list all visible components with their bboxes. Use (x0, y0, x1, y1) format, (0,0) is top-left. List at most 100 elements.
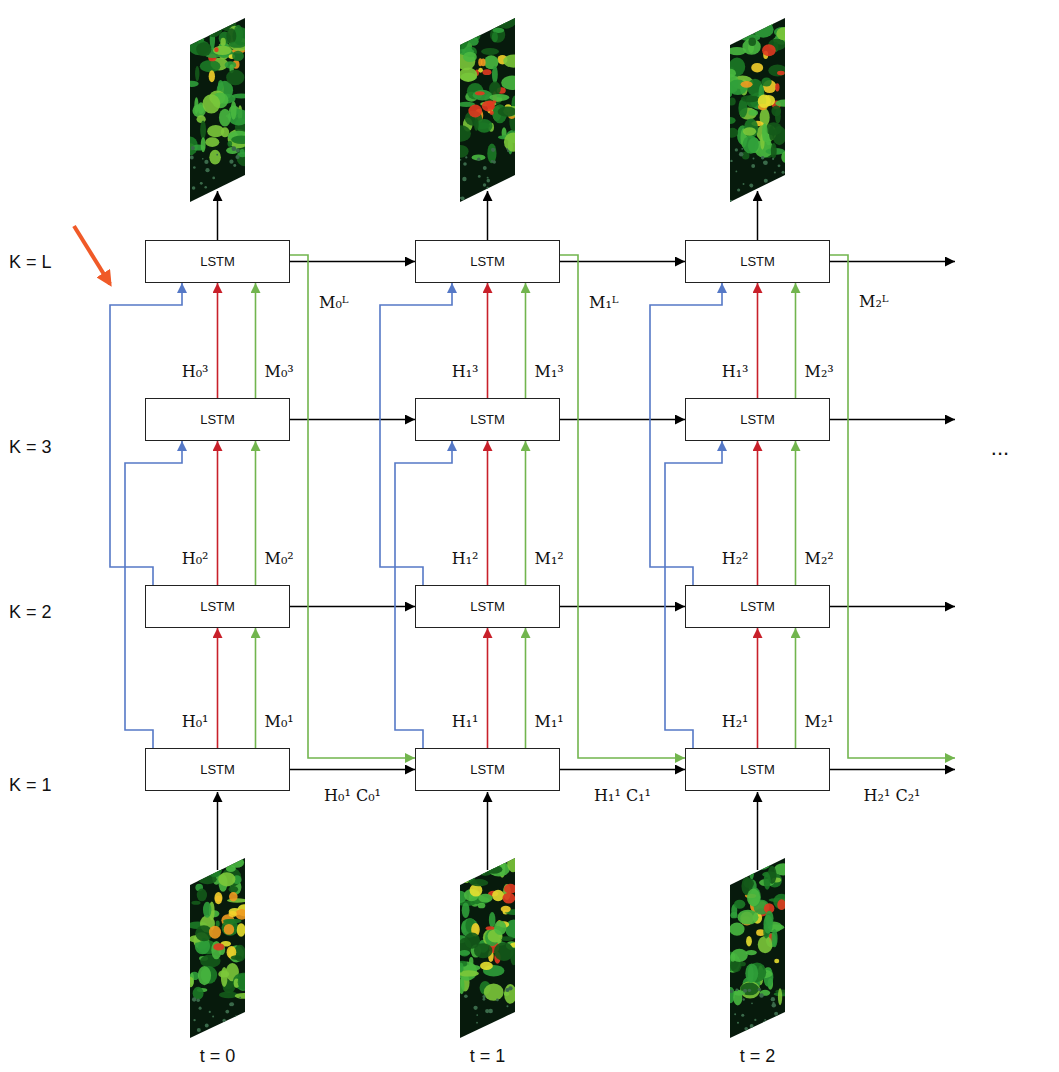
radar-speck (229, 1031, 231, 1033)
radar-blob (747, 20, 763, 25)
radar-blob (185, 81, 199, 87)
radar-blob (231, 136, 252, 144)
radar-blob (743, 135, 759, 153)
signal-label: M₀¹ (264, 713, 295, 731)
radar-speck (739, 152, 744, 157)
radar-blob (724, 117, 735, 124)
radar-blob (187, 977, 194, 988)
radar-speck (205, 168, 209, 172)
radar-speck (234, 1028, 237, 1031)
radar-blob (762, 44, 776, 56)
connector-arrow (795, 441, 797, 585)
connector-arrow (795, 283, 797, 398)
radar-blob (741, 95, 760, 102)
radar-speck (492, 1033, 496, 1037)
signal-label: M₀³ (264, 363, 295, 381)
radar-speck (488, 1009, 492, 1013)
radar-blob (238, 975, 250, 989)
radar-blob (229, 892, 238, 901)
radar-speck (763, 160, 768, 165)
radar-speck (492, 193, 495, 196)
radar-speck (778, 164, 781, 167)
radar-blob (464, 22, 479, 33)
lstm-box: LSTM (145, 398, 290, 441)
radar-blob (474, 118, 479, 131)
radar-speck (743, 183, 745, 185)
radar-blob (758, 94, 771, 108)
radar-blob (226, 865, 236, 872)
radar-speck (777, 198, 780, 201)
radar-speck (486, 187, 489, 190)
radar-blob (752, 854, 772, 870)
radar-speck (216, 154, 218, 156)
radar-speck (236, 184, 239, 187)
radar-blob (202, 94, 220, 113)
radar-blob (481, 865, 486, 874)
radar-blob (459, 950, 470, 956)
radar-speck (233, 193, 235, 195)
memory-outgoing-arrow (830, 255, 955, 758)
signal-label: H₁³ (451, 363, 480, 381)
radar-blob (209, 926, 221, 939)
radar-speck (504, 1019, 509, 1024)
radar-blob (231, 101, 237, 120)
box-label: LSTM (740, 254, 775, 269)
radar-blob (196, 42, 211, 56)
axis-label: K = L (8, 252, 53, 273)
radar-speck (209, 1011, 211, 1013)
radar-speck (728, 200, 732, 204)
radar-speck (764, 179, 768, 183)
connector-arrow (487, 283, 489, 398)
radar-speck (730, 160, 732, 162)
radar-speck (482, 995, 485, 998)
radar-speck (501, 1038, 504, 1041)
radar-blob (775, 83, 779, 91)
axis-label: M₂ᴸ (858, 293, 889, 311)
radar-blob (453, 145, 469, 158)
radar-blob (462, 902, 470, 918)
axis-label: t = 0 (199, 1046, 237, 1067)
radar-blob (205, 137, 219, 147)
radar-blob (766, 122, 782, 135)
radar-blob (721, 31, 741, 43)
output-arrow (757, 191, 759, 240)
box-label: LSTM (470, 762, 505, 777)
radar-speck (236, 148, 240, 152)
radar-blob (196, 852, 215, 867)
radar-image (721, 10, 794, 204)
radar-blob (223, 919, 242, 924)
radar-speck (460, 159, 462, 161)
radar-image (182, 16, 252, 203)
radar-blob (771, 106, 781, 117)
signal-label: H₁¹ (451, 713, 480, 731)
radar-blob (754, 856, 768, 862)
radar-speck (239, 997, 241, 999)
radar-speck (765, 1028, 767, 1030)
radar-blob (765, 10, 775, 26)
axis-label: H₂¹ C₂¹ (863, 787, 922, 805)
radar-blob (474, 943, 492, 958)
signal-label: H₀² (181, 550, 210, 568)
radar-blob (502, 893, 515, 904)
signal-label: M₀² (264, 550, 295, 568)
radar-speck (743, 989, 747, 993)
radar-speck (782, 1040, 785, 1043)
radar-blob (777, 71, 785, 75)
radar-speck (217, 1026, 219, 1028)
radar-blob (748, 37, 756, 45)
signal-label: M₂² (804, 550, 835, 568)
radar-blob (492, 32, 498, 42)
lstm-box: LSTM (685, 748, 830, 791)
radar-speck (495, 193, 497, 195)
radar-blob (478, 68, 483, 73)
radar-speck (774, 1012, 778, 1016)
radar-blob (237, 923, 246, 937)
radar-speck (483, 166, 487, 170)
signal-label: M₁³ (534, 363, 565, 381)
radar-speck (487, 1034, 491, 1038)
radar-blob (205, 858, 223, 863)
axis-label: K = 2 (8, 602, 53, 623)
radar-speck (504, 194, 507, 197)
radar-blob (490, 23, 499, 27)
radar-speck (210, 1037, 212, 1039)
